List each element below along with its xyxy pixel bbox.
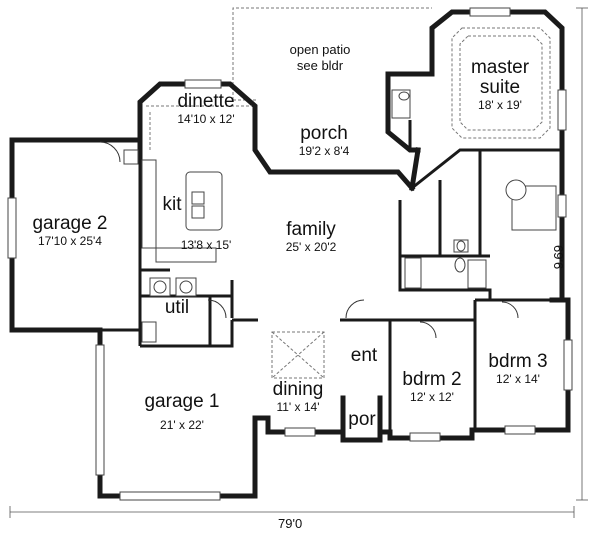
entry-name: ent — [350, 345, 378, 366]
garage-1-size: 21' x 22' — [160, 418, 204, 432]
windows — [7, 7, 573, 501]
bedroom-2-name: bdrm 2 — [402, 369, 462, 390]
master-suite-size: 18' x 19' — [478, 98, 522, 112]
bedroom-3-name: bdrm 3 — [488, 351, 548, 372]
master-suite-name-1: master — [470, 57, 530, 78]
interior-walls — [100, 120, 568, 438]
dimension-lines — [9, 7, 588, 518]
bedroom-3-size: 12' x 14' — [496, 372, 540, 386]
overall-depth: 69'6 — [551, 245, 566, 270]
kitchen-name: kit — [162, 194, 182, 215]
garage-1-name: garage 1 — [144, 391, 220, 412]
overall-width: 79'0 — [278, 516, 303, 531]
tray-ceiling — [451, 27, 551, 139]
master-suite-label: master suite 18' x 19' — [470, 57, 530, 113]
garage-2-name: garage 2 — [32, 213, 108, 234]
family-name: family — [286, 219, 336, 240]
dinette-label: dinette 14'10 x 12' — [177, 91, 235, 127]
dining-label: dining 11' x 14' — [272, 379, 324, 415]
master-suite-name-2: suite — [479, 77, 521, 98]
open-patio-note: see bldr — [296, 58, 344, 73]
garage-1-label: garage 1 21' x 22' — [144, 391, 220, 433]
dining-size: 11' x 14' — [276, 400, 320, 414]
dining-name: dining — [272, 379, 324, 400]
family-size: 25' x 20'2 — [285, 240, 337, 254]
bedroom-3-label: bdrm 3 12' x 14' — [488, 351, 548, 387]
dinette-size: 14'10 x 12' — [177, 112, 235, 126]
bedroom-2-label: bdrm 2 12' x 12' — [402, 369, 462, 405]
kitchen-size: 13'8 x 15' — [180, 238, 232, 252]
fixtures — [99, 89, 557, 379]
front-porch-name: por — [348, 409, 376, 430]
porch-label: porch 19'2 x 8'4 — [298, 123, 350, 159]
porch-name: porch — [300, 123, 348, 144]
porch-size: 19'2 x 8'4 — [298, 144, 350, 158]
open-patio-label: open patio see bldr — [290, 42, 351, 74]
dinette-name: dinette — [177, 91, 235, 112]
garage-2-label: garage 2 17'10 x 25'4 — [32, 213, 108, 249]
garage-2-size: 17'10 x 25'4 — [38, 234, 102, 248]
family-label: family 25' x 20'2 — [285, 219, 337, 255]
bedroom-2-size: 12' x 12' — [410, 390, 454, 404]
util-name: util — [164, 297, 190, 318]
open-patio-name: open patio — [289, 42, 351, 57]
